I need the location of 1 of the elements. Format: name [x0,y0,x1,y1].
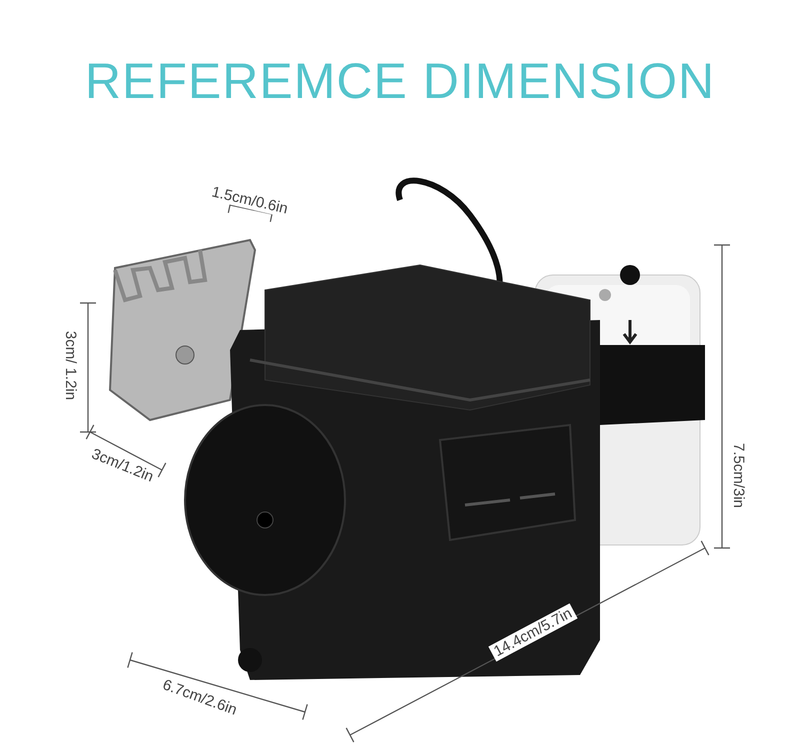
title: REFEREMCE DIMENSION [84,52,716,110]
